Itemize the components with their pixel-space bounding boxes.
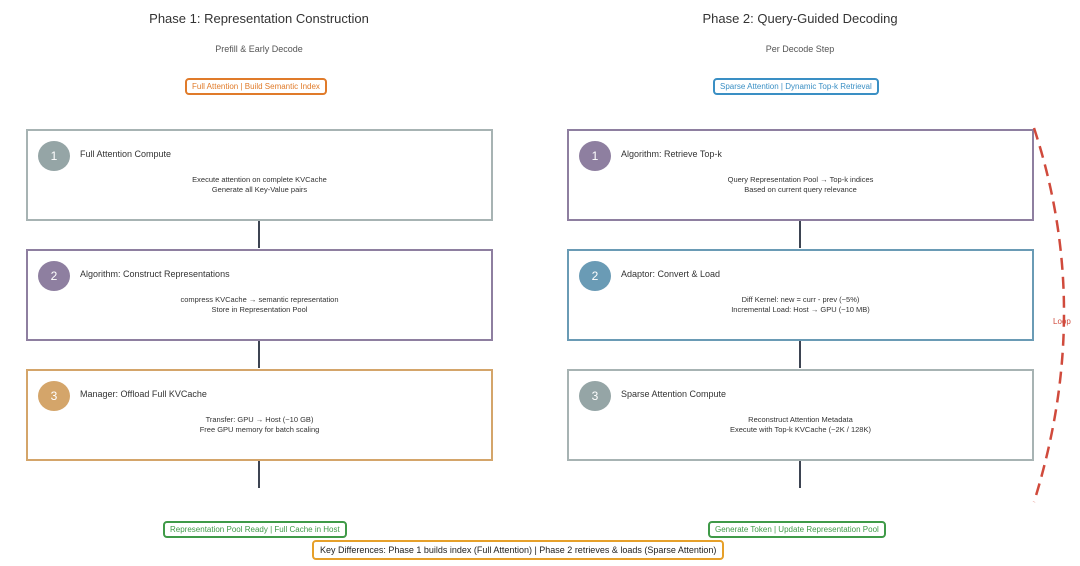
key-differences-box: Key Differences: Phase 1 builds index (F… [312,540,725,560]
step-description: Diff Kernel: new = curr - prev (~5%) Inc… [569,295,1032,315]
step-number-badge: 2 [579,261,611,291]
phase2-step-2-card: 2 Adaptor: Convert & Load Diff Kernel: n… [567,249,1034,341]
step-number-badge: 2 [38,261,70,291]
step-description: Execute attention on complete KVCache Ge… [28,175,491,195]
phase2-connector-3 [799,461,801,488]
phase2-result: Generate Token | Update Representation P… [708,521,886,538]
step-line-2: Incremental Load: Host → GPU (~10 MB) [731,305,870,314]
loop-label: Loop [1053,317,1071,326]
phase1-connector-3 [258,461,260,488]
phase1-tag: Full Attention | Build Semantic Index [185,78,327,95]
phase2-connector-2 [799,341,801,368]
phase2-step-3-card: 3 Sparse Attention Compute Reconstruct A… [567,369,1034,461]
step-line-1: Transfer: GPU → Host (~10 GB) [205,415,314,424]
phase2-connector-1 [799,221,801,248]
step-line-2: Generate all Key-Value pairs [211,185,308,194]
step-title: Algorithm: Construct Representations [80,269,230,279]
step-line-2: Free GPU memory for batch scaling [199,425,320,434]
phase2-title: Phase 2: Query-Guided Decoding [702,11,898,26]
step-number-badge: 1 [38,141,70,171]
phase2-tag: Sparse Attention | Dynamic Top-k Retriev… [713,78,879,95]
loop-arrow [1032,127,1066,503]
phase2-step-1-card: 1 Algorithm: Retrieve Top-k Query Repres… [567,129,1034,221]
step-line-2: Based on current query relevance [744,185,857,194]
step-description: compress KVCache → semantic representati… [28,295,491,315]
step-line-1: Query Representation Pool → Top-k indice… [727,175,874,184]
step-line-2: Store in Representation Pool [211,305,308,314]
phase2-subtitle: Per Decode Step [765,44,835,54]
phase1-title: Phase 1: Representation Construction [149,11,369,26]
step-description: Query Representation Pool → Top-k indice… [569,175,1032,195]
phase1-step-1-card: 1 Full Attention Compute Execute attenti… [26,129,493,221]
step-title: Full Attention Compute [80,149,172,159]
step-title: Adaptor: Convert & Load [621,269,721,279]
phase1-connector-1 [258,221,260,248]
phase1-step-3-card: 3 Manager: Offload Full KVCache Transfer… [26,369,493,461]
step-description: Transfer: GPU → Host (~10 GB) Free GPU m… [28,415,491,435]
phase1-connector-2 [258,341,260,368]
step-title: Manager: Offload Full KVCache [80,389,207,399]
step-line-2: Execute with Top-k KVCache (~2K / 128K) [730,425,871,434]
step-line-1: Diff Kernel: new = curr - prev (~5%) [741,295,860,304]
loop-arc [1032,127,1066,503]
step-title: Algorithm: Retrieve Top-k [621,149,722,159]
step-description: Reconstruct Attention Metadata Execute w… [569,415,1032,435]
step-number-badge: 3 [38,381,70,411]
step-number-badge: 1 [579,141,611,171]
step-title: Sparse Attention Compute [621,389,727,399]
phase1-step-2-card: 2 Algorithm: Construct Representations c… [26,249,493,341]
step-line-1: Execute attention on complete KVCache [192,175,327,184]
step-number-badge: 3 [579,381,611,411]
step-line-1: compress KVCache → semantic representati… [180,295,339,304]
step-line-1: Reconstruct Attention Metadata [748,415,853,424]
phase1-subtitle: Prefill & Early Decode [215,44,303,54]
phase1-result: Representation Pool Ready | Full Cache i… [163,521,347,538]
